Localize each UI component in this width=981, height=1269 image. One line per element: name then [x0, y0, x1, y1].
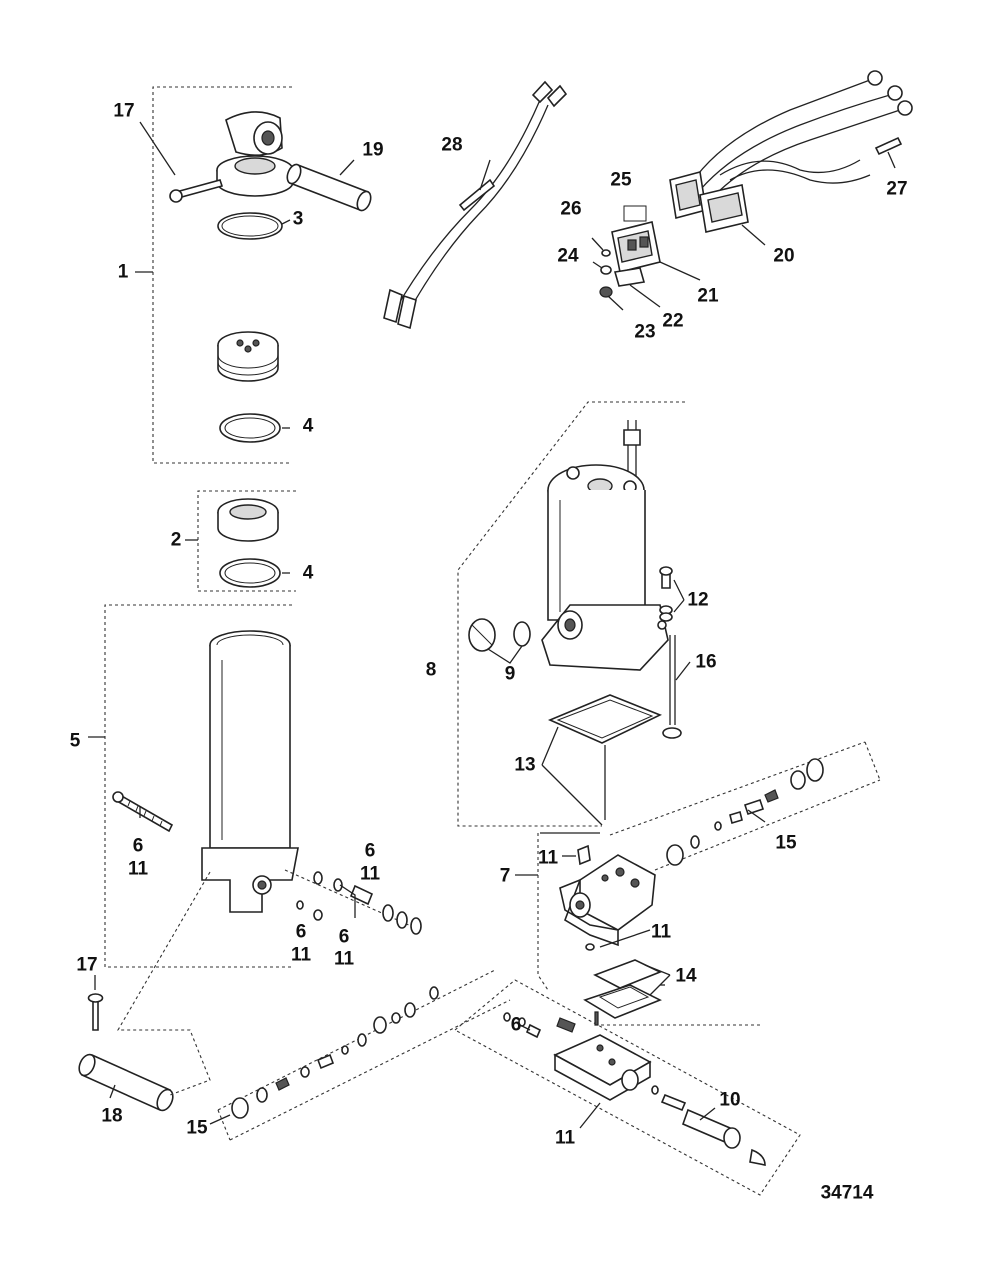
- callout-28: 28: [441, 134, 463, 156]
- callout-7: 7: [499, 865, 511, 887]
- callout-5: 5: [69, 730, 81, 752]
- callout-17-top: 17: [113, 100, 135, 122]
- pin-18: [78, 1053, 174, 1112]
- callout-27: 27: [886, 178, 908, 200]
- filter-plate-14: [583, 959, 665, 1019]
- callout-24: 24: [557, 245, 579, 267]
- group-8-bracket: [457, 401, 685, 827]
- callout-13: 13: [514, 754, 536, 776]
- callout-10: 10: [719, 1089, 741, 1111]
- hardware-23-24-26: [599, 249, 613, 298]
- callout-4-lower: 4: [302, 562, 314, 584]
- callout-9: 9: [504, 663, 516, 685]
- callout-21: 21: [697, 285, 719, 307]
- callout-6-bolt: 6: [132, 835, 144, 857]
- callout-25: 25: [610, 169, 632, 191]
- callout-17-bottom: 17: [76, 954, 98, 976]
- bolt-17-top: [169, 179, 224, 203]
- valve-spool-10: [651, 1085, 766, 1166]
- valve-parts-row: [284, 869, 422, 935]
- bolt-16: [662, 635, 682, 739]
- seal-ring-2: [217, 498, 279, 542]
- relay-21: [611, 221, 661, 273]
- pin-19: [286, 163, 372, 212]
- callout-11-base-left: 11: [290, 944, 312, 966]
- o-ring-3: [217, 212, 283, 240]
- long-bolt-6: [112, 791, 174, 833]
- callout-6-base-left: 6: [295, 921, 307, 943]
- callout-11-base-right: 11: [333, 948, 355, 970]
- cylinder-body: [201, 630, 299, 913]
- figure-number: 34714: [820, 1182, 874, 1204]
- callout-26: 26: [560, 198, 582, 220]
- pump-motor: [541, 420, 669, 671]
- callout-20: 20: [773, 245, 795, 267]
- callout-11-bolt: 11: [127, 858, 149, 880]
- washer-11: [585, 943, 595, 951]
- callout-14: 14: [675, 965, 697, 987]
- callout-11-right: 11: [359, 863, 381, 885]
- callout-6-base-right: 6: [338, 926, 350, 948]
- bracket-22: [613, 267, 646, 287]
- callout-12: 12: [687, 589, 709, 611]
- valve-tray-15-upper: [609, 741, 881, 871]
- wiring-harness-28: [383, 80, 568, 330]
- callout-11-tray: 11: [554, 1127, 576, 1149]
- callout-15-lower: 15: [186, 1117, 208, 1139]
- piston-assembly: [217, 331, 279, 382]
- group-2-bracket: [197, 490, 296, 592]
- callout-19: 19: [362, 139, 384, 161]
- o-ring-4-upper: [219, 413, 281, 443]
- callout-15-upper: 15: [775, 832, 797, 854]
- pump-body: [559, 844, 656, 947]
- base-plate: [553, 1034, 652, 1101]
- group-5-bracket: [104, 604, 292, 968]
- callout-2: 2: [170, 529, 182, 551]
- callout-23: 23: [634, 321, 656, 343]
- callout-4-upper: 4: [302, 415, 314, 437]
- plug-9: [468, 618, 531, 652]
- callout-6-right: 6: [364, 840, 376, 862]
- callout-1: 1: [117, 261, 129, 283]
- callout-8: 8: [425, 659, 437, 681]
- callout-22: 22: [662, 310, 684, 332]
- callout-16: 16: [695, 651, 717, 673]
- callout-11-washer: 11: [650, 921, 672, 943]
- screws-12: [659, 566, 673, 622]
- gasket-13: [547, 694, 662, 744]
- o-ring-4-lower: [219, 558, 281, 588]
- group-11-tray: [454, 979, 801, 1196]
- cylinder-end-cap: [216, 111, 294, 197]
- bolt-17-bottom: [87, 993, 104, 1031]
- callout-3: 3: [292, 208, 304, 230]
- callout-18: 18: [101, 1105, 123, 1127]
- solenoid-20-assembly: [669, 70, 913, 233]
- valve-tray-15-lower: [217, 969, 511, 1141]
- pin-27: [874, 136, 903, 156]
- callout-6-tray: 6: [510, 1014, 522, 1036]
- group-1-bracket: [152, 86, 292, 464]
- cover-25: [623, 205, 647, 222]
- callout-11-pump: 11: [537, 847, 559, 869]
